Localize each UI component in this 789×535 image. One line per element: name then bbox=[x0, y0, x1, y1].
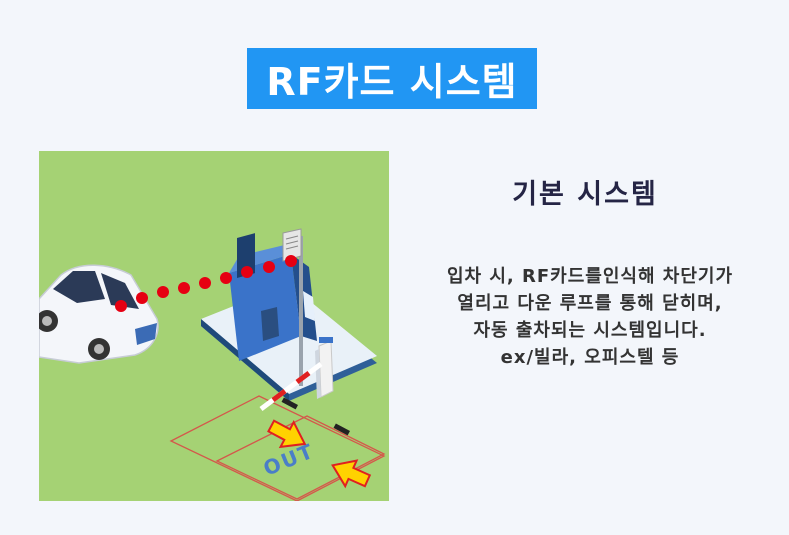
description-line: 자동 출차되는 시스템입니다. bbox=[473, 320, 707, 341]
page-title: RF카드 시스템 bbox=[247, 48, 537, 109]
system-description: 입차 시, RF카드를인식해 차단기가 열리고 다운 루프를 통해 닫히며, 자… bbox=[395, 263, 785, 371]
rf-reader-pole bbox=[282, 228, 303, 386]
sensor-strips bbox=[281, 397, 351, 436]
exit-lane-outline bbox=[169, 395, 386, 501]
arrow-icon bbox=[267, 419, 372, 489]
rf-signal-dots bbox=[115, 255, 297, 312]
description-line: 입차 시, RF카드를인식해 차단기가 bbox=[446, 266, 734, 287]
description-line: ex/빌라, 오피스텔 등 bbox=[500, 347, 680, 368]
parking-booth-icon bbox=[229, 233, 317, 361]
gate-barrier-icon bbox=[259, 337, 334, 411]
rf-system-illustration: OUT bbox=[39, 151, 389, 501]
section-subtitle: 기본 시스템 bbox=[512, 179, 658, 210]
description-line: 열리고 다운 루프를 통해 닫히며, bbox=[457, 293, 723, 314]
car-icon bbox=[39, 264, 159, 364]
